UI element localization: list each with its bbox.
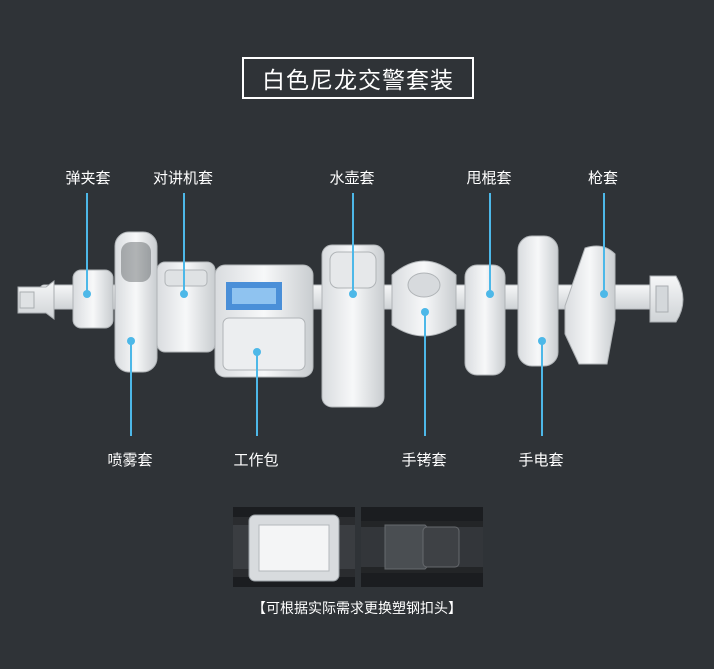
handcuff-pouch bbox=[391, 260, 457, 337]
left-buckle bbox=[17, 280, 55, 320]
connector-dot-radio bbox=[180, 290, 188, 298]
metal-buckle-photo bbox=[233, 507, 355, 587]
label-handcuff-pouch: 手铐套 bbox=[401, 451, 447, 469]
connector-flashlight bbox=[541, 341, 543, 436]
connector-radio bbox=[183, 193, 185, 293]
label-bottle-pouch: 水壶套 bbox=[329, 169, 375, 187]
connector-dot-magazine bbox=[83, 290, 91, 298]
connector-spray bbox=[130, 341, 132, 436]
connector-holster bbox=[603, 193, 605, 293]
connector-dot-holster bbox=[600, 290, 608, 298]
buckle-note: 【可根据实际需求更换塑钢扣头】 bbox=[252, 601, 462, 617]
connector-dot-bottle bbox=[349, 290, 357, 298]
connector-bag bbox=[256, 352, 258, 436]
flashlight-pouch bbox=[517, 235, 559, 367]
holster bbox=[564, 245, 616, 365]
plastic-buckle-photo bbox=[361, 507, 483, 587]
label-spray-pouch: 喷雾套 bbox=[107, 451, 153, 469]
connector-magazine bbox=[86, 193, 88, 293]
label-radio-pouch: 对讲机套 bbox=[152, 169, 214, 187]
label-work-bag: 工作包 bbox=[233, 451, 279, 469]
connector-bottle bbox=[352, 193, 354, 293]
connector-cuffs bbox=[424, 312, 426, 436]
connector-baton bbox=[489, 193, 491, 293]
connector-dot-baton bbox=[486, 290, 494, 298]
page-title: 白色尼龙交警套装 bbox=[242, 57, 474, 99]
label-holster: 枪套 bbox=[587, 169, 619, 187]
label-baton-holder: 甩棍套 bbox=[466, 169, 512, 187]
baton-holder bbox=[464, 264, 506, 376]
label-magazine-pouch: 弹夹套 bbox=[65, 169, 111, 187]
magazine-pouch bbox=[72, 269, 114, 329]
label-flashlight-pouch: 手电套 bbox=[518, 451, 564, 469]
